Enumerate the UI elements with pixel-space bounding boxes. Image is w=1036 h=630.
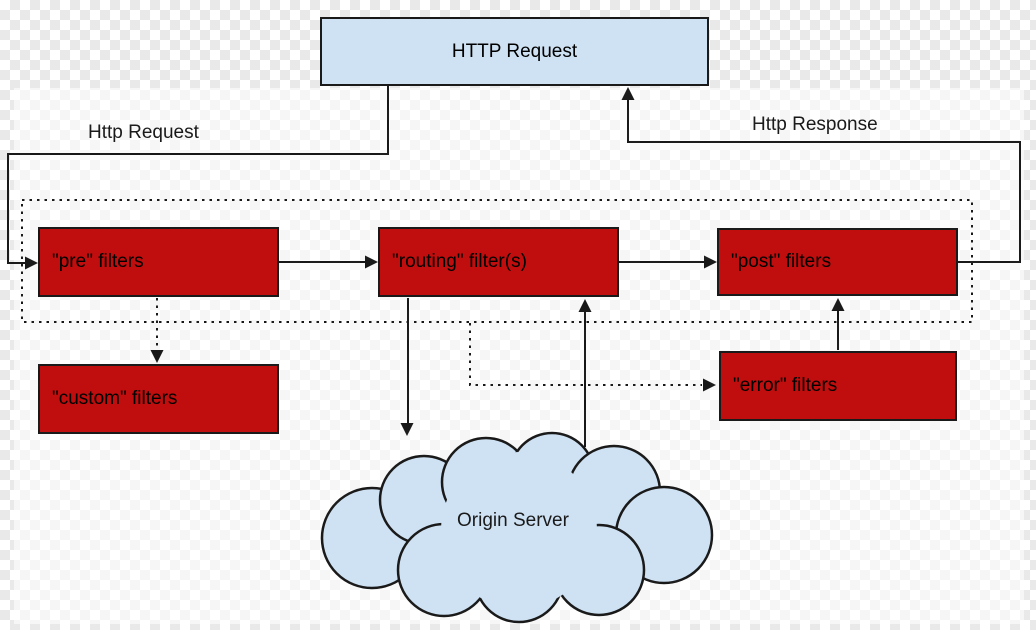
- arrow-pre-to-routing-head: [365, 255, 378, 269]
- routing-filters-node: "routing" filter(s): [378, 227, 619, 297]
- http-response-flow-label: Http Response: [752, 114, 878, 135]
- routing-filters-label: "routing" filter(s): [392, 251, 527, 272]
- arrow-response-line: [627, 100, 1021, 263]
- arrow-request-to-pre-line: [7, 86, 389, 264]
- http-request-flow-label: Http Request: [88, 122, 199, 143]
- http-request-node: HTTP Request: [320, 17, 709, 86]
- cloud-body: [441, 452, 597, 608]
- http-request-node-label: HTTP Request: [451, 40, 578, 62]
- custom-filters-label: "custom" filters: [52, 388, 178, 409]
- filter-chain-dotted-boundary: [21, 199, 973, 323]
- post-filters-label: "post" filters: [731, 251, 832, 272]
- arrow-error-to-post-head: [831, 298, 845, 311]
- pre-filters-label: "pre" filters: [52, 251, 144, 272]
- custom-filters-node: "custom" filters: [38, 364, 279, 434]
- error-filters-node: "error" filters: [719, 351, 957, 421]
- error-filters-label: "error" filters: [733, 375, 838, 396]
- pre-filters-node: "pre" filters: [38, 227, 279, 297]
- origin-server-label: Origin Server: [457, 510, 569, 531]
- arrow-routing-to-post-head: [704, 255, 717, 269]
- arrow-response-head: [621, 87, 635, 100]
- arrow-chain-to-error-line: [469, 323, 702, 386]
- arrow-origin-to-routing-head: [578, 299, 592, 312]
- origin-server-cloud: [320, 431, 714, 624]
- arrow-request-to-pre-head: [25, 256, 38, 270]
- arrow-routing-to-origin-head: [400, 423, 414, 436]
- arrow-chain-to-error-head: [703, 378, 716, 392]
- arrow-pre-to-custom-head: [150, 350, 164, 363]
- post-filters-node: "post" filters: [717, 228, 958, 296]
